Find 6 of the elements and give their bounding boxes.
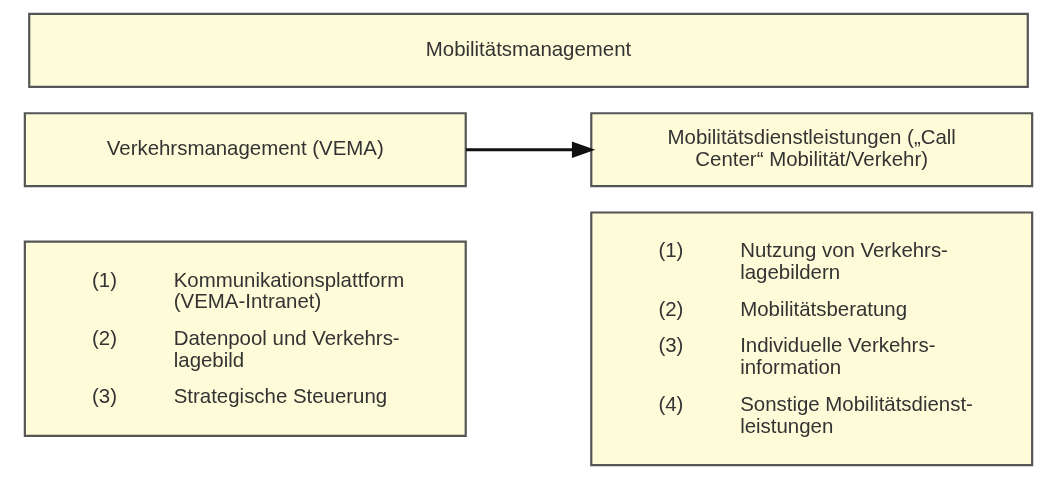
node-box: Mobilitätsmanagement [27, 12, 1029, 89]
arrow [465, 141, 595, 158]
node-box: Verkehrsmanagement (VEMA) [23, 112, 467, 188]
node-box: (1) Kommunikationsplattform (VEMA-Intranet) (2) Datenpool und Verkehrs- lagebild (3) Strategische Steuerung [23, 240, 467, 437]
node-box: Mobilitätsdienstleistungen („Call Center“ Mobilität/Verkehr) [589, 112, 1033, 188]
node-box: (1) Nutzung von Verkehrs- lagebildern (2) Mobilitätsberatung (3) Individuelle Verkehrs- information (4) Sonstige Mobilitätsdienst- leistungen [589, 211, 1033, 467]
